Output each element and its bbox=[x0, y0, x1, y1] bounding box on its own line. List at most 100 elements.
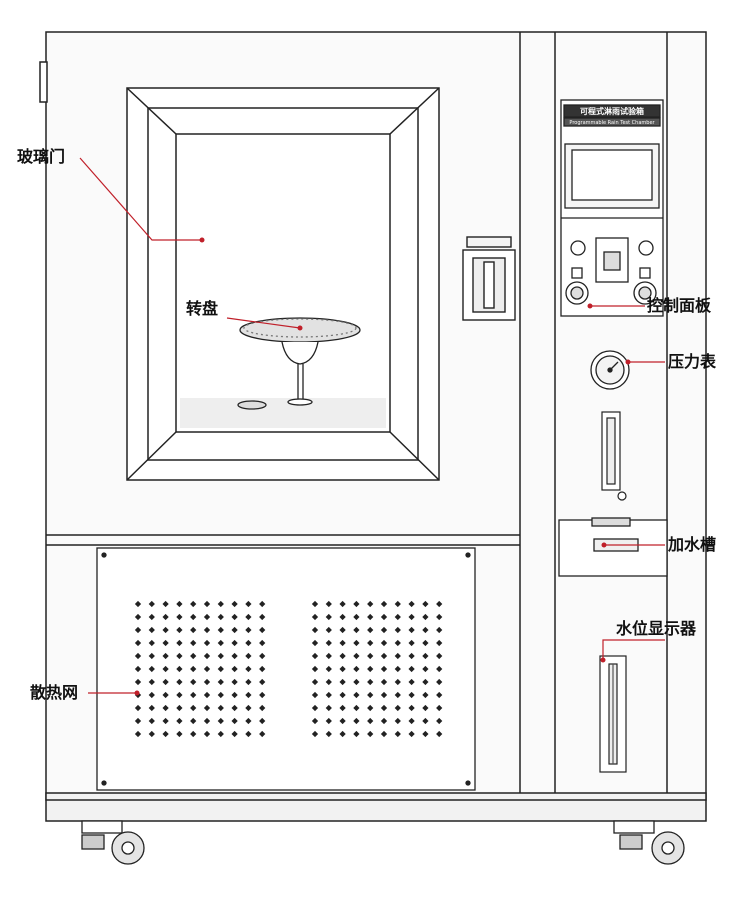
label-glass-door: 玻璃门 bbox=[17, 147, 66, 166]
vent-hole bbox=[259, 665, 266, 673]
vent-hole bbox=[259, 704, 266, 712]
vent-hole bbox=[408, 678, 415, 686]
vent-hole bbox=[367, 613, 374, 621]
vent-hole bbox=[311, 613, 319, 621]
vent-hole bbox=[162, 678, 169, 686]
vent-hole bbox=[339, 665, 346, 673]
vent-hole bbox=[339, 600, 346, 608]
vent-hole bbox=[367, 704, 374, 712]
vent-hole bbox=[408, 704, 415, 712]
vent-hole bbox=[380, 652, 388, 660]
vent-hole bbox=[162, 613, 169, 621]
vent-hole bbox=[162, 691, 169, 699]
vent-hole bbox=[380, 717, 388, 725]
vent-hole bbox=[339, 691, 346, 699]
vent-hole bbox=[380, 600, 388, 608]
vent-hole bbox=[311, 691, 319, 699]
vent-hole bbox=[162, 665, 169, 673]
leader-water-level bbox=[602, 639, 665, 660]
vent-hole bbox=[231, 613, 238, 621]
vent-hole bbox=[436, 652, 443, 660]
vent-hole bbox=[311, 639, 319, 647]
label-control-panel: 控制面板 bbox=[647, 296, 712, 315]
vent-hole bbox=[339, 730, 346, 738]
vent-hole bbox=[408, 613, 415, 621]
vent-hole bbox=[380, 613, 388, 621]
vent-hole bbox=[436, 704, 443, 712]
vent-hole bbox=[259, 717, 266, 725]
vent-hole bbox=[259, 678, 266, 686]
vent-hole bbox=[436, 613, 443, 621]
caster-right bbox=[613, 820, 685, 865]
label-water-tank: 加水槽 bbox=[668, 535, 717, 554]
vent-hole bbox=[339, 717, 346, 725]
vent-hole bbox=[367, 665, 374, 673]
vent-hole bbox=[311, 704, 319, 712]
vent-hole bbox=[408, 717, 415, 725]
vent-hole bbox=[311, 626, 319, 634]
vent-hole bbox=[436, 600, 443, 608]
vent-hole bbox=[380, 626, 388, 634]
vent-hole bbox=[231, 678, 238, 686]
vent-hole bbox=[231, 639, 238, 647]
vent-hole bbox=[367, 600, 374, 608]
vent-grid-left bbox=[134, 600, 266, 738]
vent-hole bbox=[408, 691, 415, 699]
vent-hole bbox=[367, 678, 374, 686]
vent-hole bbox=[162, 730, 169, 738]
vent-hole bbox=[339, 704, 346, 712]
leader-lines bbox=[79, 157, 665, 694]
label-pressure-gauge: 压力表 bbox=[668, 352, 717, 371]
label-turntable: 转盘 bbox=[186, 299, 219, 318]
vent-hole bbox=[436, 665, 443, 673]
vent-hole bbox=[231, 730, 238, 738]
vent-hole bbox=[259, 691, 266, 699]
vent-hole bbox=[231, 665, 238, 673]
pressure-gauge bbox=[590, 350, 630, 390]
nameplate-cn: 可程式淋雨试验箱 bbox=[580, 106, 644, 116]
vent-hole bbox=[339, 626, 346, 634]
vent-hole bbox=[311, 665, 319, 673]
vent-hole bbox=[380, 665, 388, 673]
vent-hole bbox=[408, 639, 415, 647]
vent-hole bbox=[259, 639, 266, 647]
vent-hole bbox=[311, 678, 319, 686]
vent-hole bbox=[162, 626, 169, 634]
vent-hole bbox=[367, 626, 374, 634]
vent-hole bbox=[408, 626, 415, 634]
vent-hole bbox=[231, 704, 238, 712]
vent-hole bbox=[380, 704, 388, 712]
flow-meter bbox=[601, 411, 627, 501]
leader-turntable bbox=[226, 317, 301, 329]
vent-hole bbox=[162, 717, 169, 725]
vent-hole bbox=[408, 665, 415, 673]
vent-hole bbox=[311, 717, 319, 725]
vent-hole bbox=[408, 730, 415, 738]
vent-hole bbox=[380, 691, 388, 699]
vent-hole bbox=[231, 717, 238, 725]
vent-hole bbox=[339, 652, 346, 660]
vent-hole bbox=[231, 691, 238, 699]
vent-hole bbox=[339, 639, 346, 647]
vent-hole bbox=[408, 652, 415, 660]
vent-hole bbox=[259, 600, 266, 608]
vent-hole bbox=[311, 730, 319, 738]
control-panel bbox=[560, 99, 664, 317]
vent-hole bbox=[436, 678, 443, 686]
vent-hole bbox=[259, 626, 266, 634]
leader-dots bbox=[134, 237, 631, 696]
label-heat-vent: 散热网 bbox=[30, 683, 79, 702]
glass-door bbox=[126, 87, 440, 481]
vent-hole bbox=[259, 613, 266, 621]
vent-hole bbox=[311, 652, 319, 660]
vent-hole bbox=[436, 691, 443, 699]
vent-hole bbox=[259, 730, 266, 738]
caster-left bbox=[81, 820, 145, 865]
water-tank bbox=[558, 517, 668, 577]
vent-hole bbox=[367, 730, 374, 738]
water-level-indicator bbox=[599, 655, 627, 773]
door-handle bbox=[462, 236, 516, 321]
vent-hole bbox=[367, 652, 374, 660]
